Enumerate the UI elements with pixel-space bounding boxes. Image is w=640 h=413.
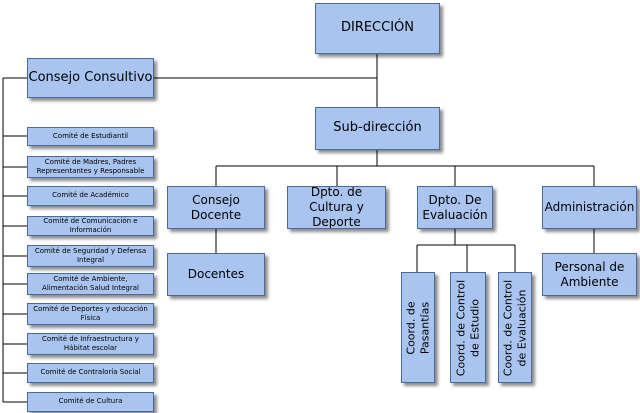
node-label: Administración — [544, 200, 635, 214]
node-label: Consejo Docente — [190, 192, 242, 222]
comite-label: Comité de Cultura — [58, 397, 123, 406]
node-comite: Comité de Cultura — [27, 392, 154, 412]
comite-label: Comité de Comunicación e Información — [43, 216, 138, 234]
node-comite: Comité de Madres, Padres Representantes … — [27, 156, 154, 178]
node-label: Coord. de Pasantías — [404, 300, 431, 355]
node-coord-estudio: Coord. de Control de Estudio — [450, 272, 486, 383]
node-comite: Comité de Seguridad y Defensa Integral — [27, 245, 154, 267]
comite-label: Comité de Académico — [52, 191, 129, 200]
node-comite: Comité de Académico — [27, 186, 154, 206]
node-consejo-consultivo: Consejo Consultivo — [27, 58, 154, 98]
comite-label: Comité de Infraestructura y Hábitat esco… — [42, 334, 139, 352]
node-consejo-docente: Consejo Docente — [167, 186, 265, 229]
node-administracion: Administración — [542, 186, 637, 229]
node-direccion: DIRECCIÓN — [315, 3, 440, 54]
node-comite: Comité de Deportes y educación Física — [27, 303, 154, 325]
node-label: Dpto. De Evaluación — [422, 192, 488, 222]
node-comite: Comité de Infraestructura y Hábitat esco… — [27, 333, 154, 355]
node-label: Personal de Ambiente — [554, 259, 625, 289]
node-label: Docentes — [187, 267, 245, 281]
node-label: Dpto. de Cultura y Deporte — [309, 186, 364, 229]
node-coord-evaluacion: Coord. de Control de Evaluación — [498, 272, 532, 383]
node-evaluacion: Dpto. De Evaluación — [417, 186, 493, 229]
node-comite: Comité de Contraloría Social — [27, 363, 154, 383]
node-label: Coord. de Control de Evaluación — [501, 279, 528, 376]
node-personal-ambiente: Personal de Ambiente — [542, 253, 637, 296]
node-label: DIRECCIÓN — [340, 20, 415, 36]
node-comite: Comité de Estudiantil — [27, 127, 154, 146]
comite-label: Comité de Deportes y educación Física — [33, 304, 148, 322]
comite-label: Comité de Seguridad y Defensa Integral — [34, 246, 147, 264]
node-label: Consejo Consultivo — [28, 69, 153, 85]
node-label: Coord. de Control de Estudio — [454, 279, 481, 376]
comite-label: Comité de Ambiente, Alimentación Salud I… — [42, 274, 139, 292]
comite-label: Comité de Estudiantil — [52, 131, 129, 140]
node-label: Sub-dirección — [333, 120, 422, 136]
comite-label: Comité de Madres, Padres Representantes … — [36, 157, 145, 175]
node-subdireccion: Sub-dirección — [315, 107, 440, 150]
node-coord-pasantias: Coord. de Pasantías — [401, 272, 435, 383]
node-docentes: Docentes — [167, 253, 265, 296]
node-comite: Comité de Ambiente, Alimentación Salud I… — [27, 273, 154, 295]
node-cultura-deporte: Dpto. de Cultura y Deporte — [287, 186, 386, 229]
comite-label: Comité de Contraloría Social — [40, 368, 141, 377]
node-comite: Comité de Comunicación e Información — [27, 216, 154, 236]
